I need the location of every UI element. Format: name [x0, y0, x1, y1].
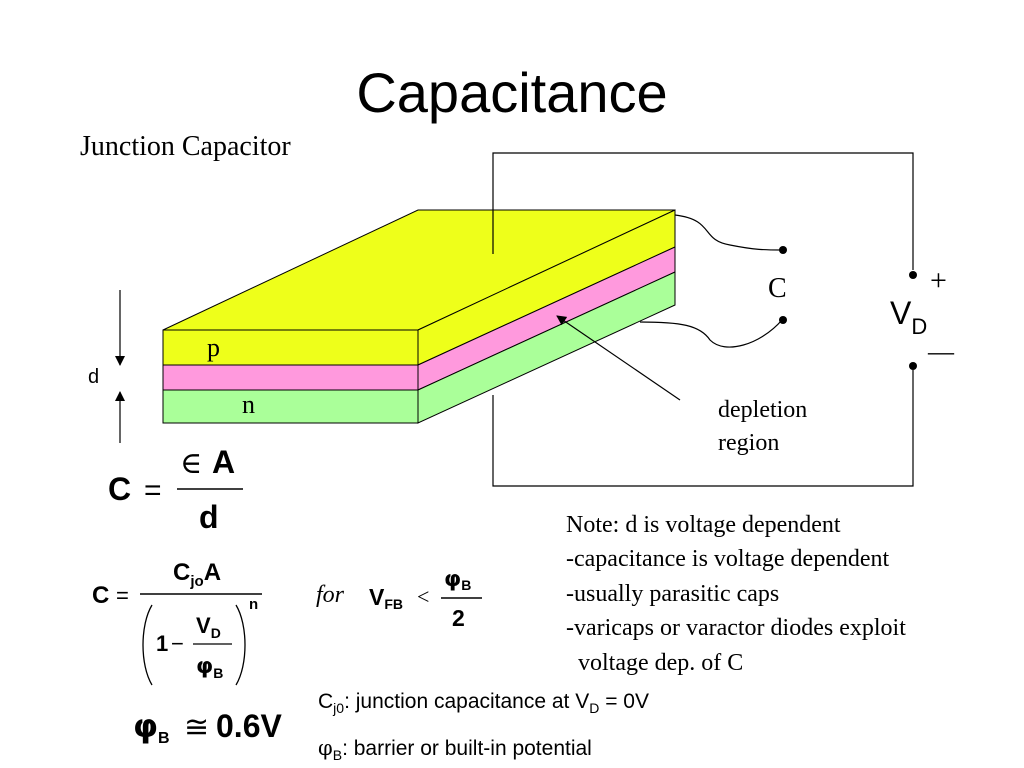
cj0-text-2: = 0V [599, 690, 649, 713]
depletion-layer-front-face [162, 364, 419, 391]
formula-parallel-plate: C = ∈ A d [108, 444, 243, 535]
f1-den: d [199, 499, 219, 535]
f3-den: 2 [452, 605, 465, 631]
f2-exponent: n [249, 596, 258, 613]
f2-left-paren [142, 604, 153, 686]
f2-phi: φ [196, 654, 213, 679]
capacitor-terminal-bottom [779, 316, 787, 324]
capacitor-lead-bottom [639, 319, 783, 348]
f2-lhs: C [92, 582, 109, 609]
p-layer-label: p [207, 333, 220, 362]
note-line-3: -usually parasitic caps [566, 581, 780, 607]
cj0-text-sub: D [589, 700, 600, 717]
phib-symbol: φ [318, 736, 333, 760]
f1-lhs: C [108, 471, 131, 507]
formula-condition: for VFB < φB 2 [316, 567, 482, 631]
f2-num-a: A [204, 559, 221, 586]
f2-inner-num: VD [196, 613, 221, 641]
note-line-2: -capacitance is voltage dependent [566, 546, 890, 572]
vd-label: VD [890, 295, 927, 339]
n-layer-label: n [242, 390, 255, 419]
p-layer-front-face [162, 329, 419, 366]
circuit-wire-top [492, 152, 914, 270]
depletion-label-line2: region [718, 430, 779, 456]
f2-phi-sub: B [213, 665, 223, 681]
formula-built-in-potential: φB ≅ 0.6V [133, 707, 282, 747]
f3-v: V [369, 584, 385, 610]
phib-text: : barrier or built-in potential [342, 737, 592, 760]
f2-num-c: C [173, 559, 190, 586]
f2-one: 1 [156, 631, 168, 656]
minus-sign: — [927, 337, 955, 366]
f4-value: 0.6V [216, 708, 282, 744]
plus-sign: + [930, 264, 947, 297]
f1-num-eps: ∈ [180, 446, 202, 481]
note-line-4: -varicaps or varactor diodes exploit [566, 615, 906, 641]
cj0-text-1: : junction capacitance at V [344, 690, 590, 713]
capacitor-lead-top [674, 214, 783, 251]
f1-num-a: A [212, 444, 235, 480]
f1-eq: = [144, 474, 162, 507]
f4-phi: φ [133, 707, 158, 745]
f3-phi-sub: B [461, 577, 471, 593]
circuit-wire-bottom [492, 370, 914, 487]
f3-lt: < [417, 584, 429, 609]
definition-phib: φB: barrier or built-in potential [318, 736, 592, 763]
f3-phi: φ [444, 567, 461, 592]
slide-title: Capacitance [356, 61, 668, 124]
definition-cj0: Cj0: junction capacitance at VD = 0V [318, 690, 649, 716]
cj0-symbol: C [318, 690, 334, 713]
phib-symbol-sub: B [332, 747, 343, 764]
f3-for: for [316, 582, 345, 608]
f4-phi-expr: φB [133, 707, 170, 747]
capacitance-label: C [768, 273, 787, 304]
note-line-1: Note: d is voltage dependent [566, 512, 841, 538]
f2-inner-den: φB [196, 654, 223, 681]
f2-numerator: CjoA [173, 559, 221, 590]
voltage-terminal-minus [909, 362, 917, 370]
vd-subscript: D [911, 314, 927, 339]
f2-num-sub: jo [189, 573, 203, 590]
vd-main: V [890, 295, 912, 331]
f2-minus: − [171, 631, 184, 656]
capacitor-terminal-top [779, 246, 787, 254]
formula-junction-cap: C = CjoA 1 − VD φB n [92, 559, 262, 686]
f3-num: φB [444, 567, 471, 593]
f2-vd-sub: D [211, 625, 221, 641]
f2-right-paren [235, 604, 246, 686]
thickness-label: d [88, 366, 99, 388]
depletion-pointer-arrow [556, 315, 681, 401]
f3-vfb: VFB [369, 584, 403, 612]
n-layer-front-face [162, 389, 419, 424]
depletion-label-line1: depletion [718, 397, 807, 423]
note-line-5: voltage dep. of C [566, 650, 744, 676]
voltage-terminal-plus [909, 271, 917, 279]
f2-eq: = [116, 583, 129, 608]
diagram-caption: Junction Capacitor [80, 131, 291, 162]
f3-v-sub: FB [384, 596, 403, 612]
f4-sub: B [158, 730, 170, 747]
f4-approx: ≅ [184, 710, 209, 745]
cj0-symbol-sub: j0 [333, 700, 345, 717]
f2-vd: V [196, 613, 211, 638]
